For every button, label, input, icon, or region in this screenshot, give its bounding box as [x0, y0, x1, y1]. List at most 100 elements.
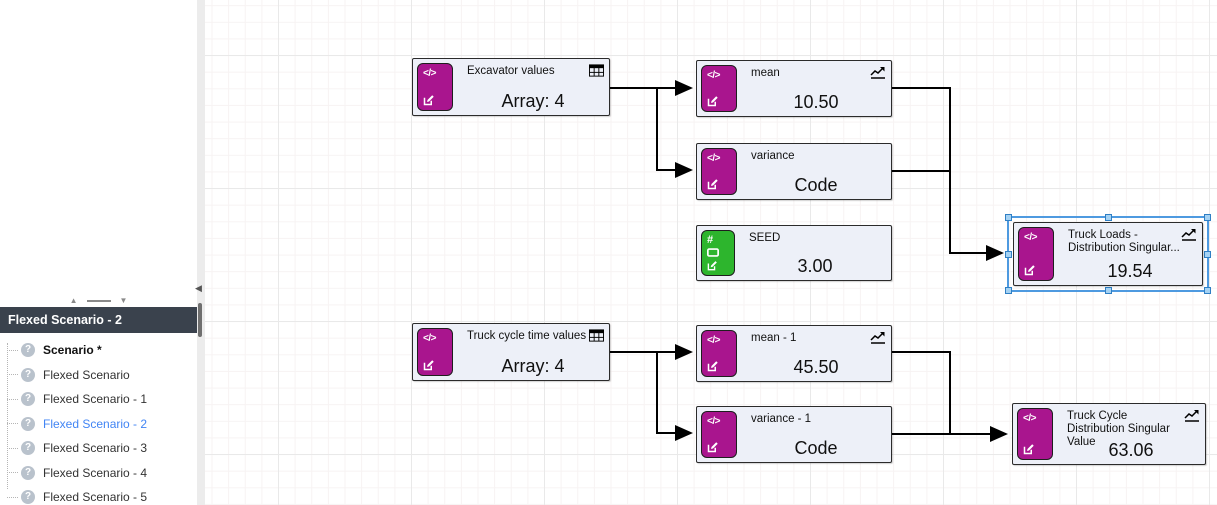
tree-item-label: Flexed Scenario - 5 [43, 490, 148, 505]
variable-type-icon[interactable]: </> [701, 330, 737, 377]
resize-handle-sw[interactable] [1005, 287, 1012, 294]
node-body: Excavator values Array: 4 [457, 59, 609, 115]
tree-item-flexed-scenario-4[interactable]: ? Flexed Scenario - 4 [0, 461, 197, 486]
node-mean[interactable]: </> mean 10.50 [696, 60, 892, 117]
scenario-panel-header: Flexed Scenario - 2 [0, 307, 197, 333]
node-seed[interactable]: # SEED 3.00 [696, 225, 892, 281]
resize-handle-se[interactable] [1204, 287, 1211, 294]
tree-rail [7, 343, 8, 489]
variable-type-icon[interactable]: </> [701, 411, 737, 458]
left-pane: ▲ ▼ Flexed Scenario - 2 ? Scenario * ? F… [0, 0, 197, 505]
node-excavator-values[interactable]: </> Excavator values Array: 4 [412, 58, 610, 116]
code-icon: </> [707, 153, 720, 164]
resize-handle-s[interactable] [1105, 287, 1112, 294]
variable-type-icon[interactable]: </> [1017, 408, 1053, 460]
variable-type-icon[interactable]: </> [1018, 227, 1054, 281]
edit-icon[interactable] [1024, 264, 1036, 276]
tree-stub [7, 398, 18, 400]
code-icon: </> [707, 70, 720, 81]
node-value: Code [794, 175, 838, 195]
panel-resize-controls[interactable]: ▲ ▼ [0, 295, 197, 307]
question-icon: ? [21, 392, 35, 407]
tree-stub [7, 349, 18, 351]
tree-item-scenario[interactable]: ? Scenario * [0, 338, 197, 363]
node-title: Truck Loads - Distribution Singular... [1068, 229, 1180, 254]
question-icon: ? [21, 465, 35, 480]
tree-item-flexed-scenario[interactable]: ? Flexed Scenario [0, 363, 197, 388]
node-truck-loads-distribution[interactable]: </> Truck Loads - Distribution Singular.… [1013, 222, 1203, 286]
tree-item-label: Flexed Scenario - 4 [43, 465, 148, 480]
pane-divider[interactable]: ◀ [195, 0, 205, 505]
variable-type-icon[interactable]: </> [701, 148, 737, 195]
node-title: Truck Cycle Distribution Singular Value [1067, 410, 1170, 448]
node-truck-cycle-time-values[interactable]: </> Truck cycle time values Array: 4 [412, 323, 610, 381]
variable-type-icon[interactable]: </> [701, 65, 737, 112]
chart-icon [1181, 229, 1196, 241]
tree-item-label: Flexed Scenario - 3 [43, 441, 148, 456]
connector-mean1-junction[interactable] [892, 351, 951, 433]
variable-type-icon[interactable]: </> [417, 63, 453, 111]
tree-item-flexed-scenario-2[interactable]: ? Flexed Scenario - 2 [0, 412, 197, 437]
edit-icon[interactable] [707, 178, 719, 190]
variable-type-icon[interactable]: </> [417, 328, 453, 376]
node-body: mean 10.50 [741, 61, 891, 116]
tree-stub [7, 447, 18, 449]
node-variance-1[interactable]: </> variance - 1 Code [696, 406, 892, 463]
collapse-up-icon[interactable]: ▲ [69, 296, 78, 305]
node-variance[interactable]: </> variance Code [696, 143, 892, 200]
code-icon: </> [707, 416, 720, 427]
drag-handle[interactable] [86, 300, 111, 302]
node-value: 3.00 [797, 256, 833, 276]
node-value: Array: 4 [501, 91, 565, 111]
resize-handle-e[interactable] [1204, 251, 1211, 258]
connector-excavator-variance[interactable] [656, 88, 693, 178]
edit-icon[interactable] [707, 95, 719, 107]
node-title: SEED [749, 232, 781, 244]
node-mean-1[interactable]: </> mean - 1 45.50 [696, 325, 892, 382]
tree-item-flexed-scenario-3[interactable]: ? Flexed Scenario - 3 [0, 436, 197, 461]
scenario-tree: ? Scenario * ? Flexed Scenario ? Flexed … [0, 333, 197, 505]
edit-icon[interactable] [707, 441, 719, 453]
question-icon: ? [21, 367, 35, 382]
question-icon: ? [21, 343, 35, 358]
variable-type-icon[interactable]: # [701, 230, 735, 276]
scenario-panel: Flexed Scenario - 2 ? Scenario * ? Flexe… [0, 307, 197, 505]
scrollbar-thumb[interactable] [198, 303, 202, 337]
selection-frame [1005, 214, 1211, 294]
chart-icon [1184, 410, 1199, 422]
node-value: 45.50 [793, 357, 839, 377]
resize-handle-ne[interactable] [1204, 214, 1211, 221]
tree-item-flexed-scenario-1[interactable]: ? Flexed Scenario - 1 [0, 387, 197, 412]
question-icon: ? [21, 441, 35, 456]
node-title: mean - 1 [751, 332, 797, 344]
question-icon: ? [21, 490, 35, 505]
display-icon [707, 248, 719, 257]
code-icon: </> [423, 333, 436, 344]
resize-handle-nw[interactable] [1005, 214, 1012, 221]
edit-icon[interactable] [707, 260, 718, 271]
tree-item-flexed-scenario-5[interactable]: ? Flexed Scenario - 5 [0, 485, 197, 505]
edit-icon[interactable] [423, 94, 435, 106]
node-body: Truck cycle time values Array: 4 [457, 324, 609, 380]
tree-stub [7, 496, 18, 498]
connector-mean-truckloads[interactable] [892, 87, 1004, 261]
collapse-down-icon[interactable]: ▼ [119, 296, 128, 305]
node-title: Truck cycle time values [467, 330, 587, 342]
connector-truckcycle-variance1[interactable] [656, 352, 693, 441]
node-value: Code [794, 438, 838, 458]
connectors-layer [610, 80, 1008, 442]
diagram-canvas[interactable]: </> Excavator values Array: 4 </> mean 1… [205, 0, 1217, 505]
node-truck-cycle-distribution[interactable]: </> Truck Cycle Distribution Singular Va… [1012, 403, 1206, 465]
tree-item-label: Scenario * [43, 343, 102, 358]
collapse-left-icon[interactable]: ◀ [195, 283, 202, 293]
question-icon: ? [21, 416, 35, 431]
edit-icon[interactable] [423, 359, 435, 371]
node-title: Excavator values [467, 65, 555, 77]
edit-icon[interactable] [1023, 443, 1035, 455]
node-title: variance [751, 150, 795, 162]
edit-icon[interactable] [707, 360, 719, 372]
code-icon: </> [1024, 232, 1037, 243]
resize-handle-w[interactable] [1005, 251, 1012, 258]
resize-handle-n[interactable] [1105, 214, 1112, 221]
